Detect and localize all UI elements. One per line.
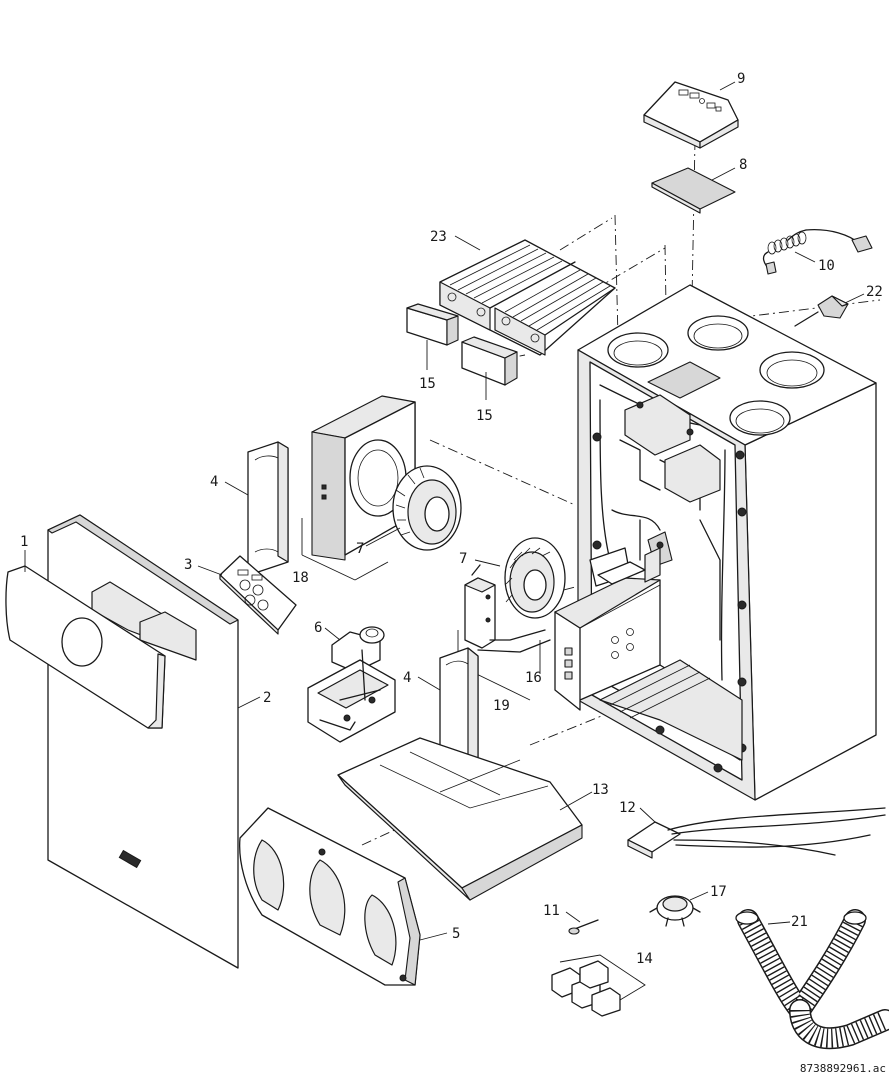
part-4-filter-cover-upper (247, 441, 289, 573)
part-15-filter-lower (461, 336, 518, 386)
label-1: 1 (20, 534, 28, 550)
part-5-side-cover (239, 807, 421, 986)
label-4-lower: 4 (403, 670, 411, 686)
part-21-y-hose (735, 909, 889, 1050)
label-3: 3 (184, 557, 192, 573)
label-9: 9 (737, 71, 745, 87)
part-10-power-cable (762, 229, 873, 275)
part-2-front-panel (47, 514, 239, 969)
main-housing (577, 284, 877, 801)
leader-lines (24, 81, 865, 941)
part-14-mounting-blocks (551, 954, 646, 1017)
label-11: 11 (543, 903, 560, 919)
part-11-sensor (568, 919, 599, 935)
label-15-upper: 15 (419, 376, 436, 392)
part-3-display-module (219, 555, 297, 635)
label-2: 2 (263, 690, 271, 706)
label-21: 21 (791, 914, 808, 930)
part-22-sensor (794, 295, 849, 327)
label-4-upper: 4 (210, 474, 218, 490)
label-13: 13 (592, 782, 609, 798)
label-14: 14 (636, 951, 653, 967)
label-19: 19 (493, 698, 510, 714)
part-9-control-cover (643, 81, 739, 149)
label-8: 8 (739, 157, 747, 173)
part-13-drip-tray (337, 737, 583, 901)
part-12-cable-harness (627, 807, 886, 859)
label-23: 23 (430, 229, 447, 245)
label-7-lower: 7 (459, 551, 467, 567)
label-18: 18 (292, 570, 309, 586)
part-6-bypass-assembly (307, 626, 396, 743)
part-23-heat-exchanger (439, 239, 616, 356)
label-16: 16 (525, 670, 542, 686)
part-7-fan-lower (457, 537, 566, 701)
label-17: 17 (710, 884, 727, 900)
label-7-upper: 7 (356, 541, 364, 557)
part-8-circuit-board (651, 167, 736, 214)
part-15-filter-upper (406, 303, 459, 346)
part-labels: 1 2 3 4 4 5 6 7 7 8 9 10 11 12 13 14 15 … (20, 71, 883, 967)
label-22: 22 (866, 284, 883, 300)
label-10: 10 (818, 258, 835, 274)
label-15-lower: 15 (476, 408, 493, 424)
part-16-19-electrical-box (554, 547, 661, 711)
part-1-front-cover (5, 565, 166, 729)
label-6: 6 (314, 620, 322, 636)
label-12: 12 (619, 800, 636, 816)
part-17-thermostat (649, 895, 701, 927)
part-7-fan-upper (392, 465, 462, 551)
label-5: 5 (452, 926, 460, 942)
drawing-reference-number: 8738892961.ac (800, 1062, 886, 1075)
